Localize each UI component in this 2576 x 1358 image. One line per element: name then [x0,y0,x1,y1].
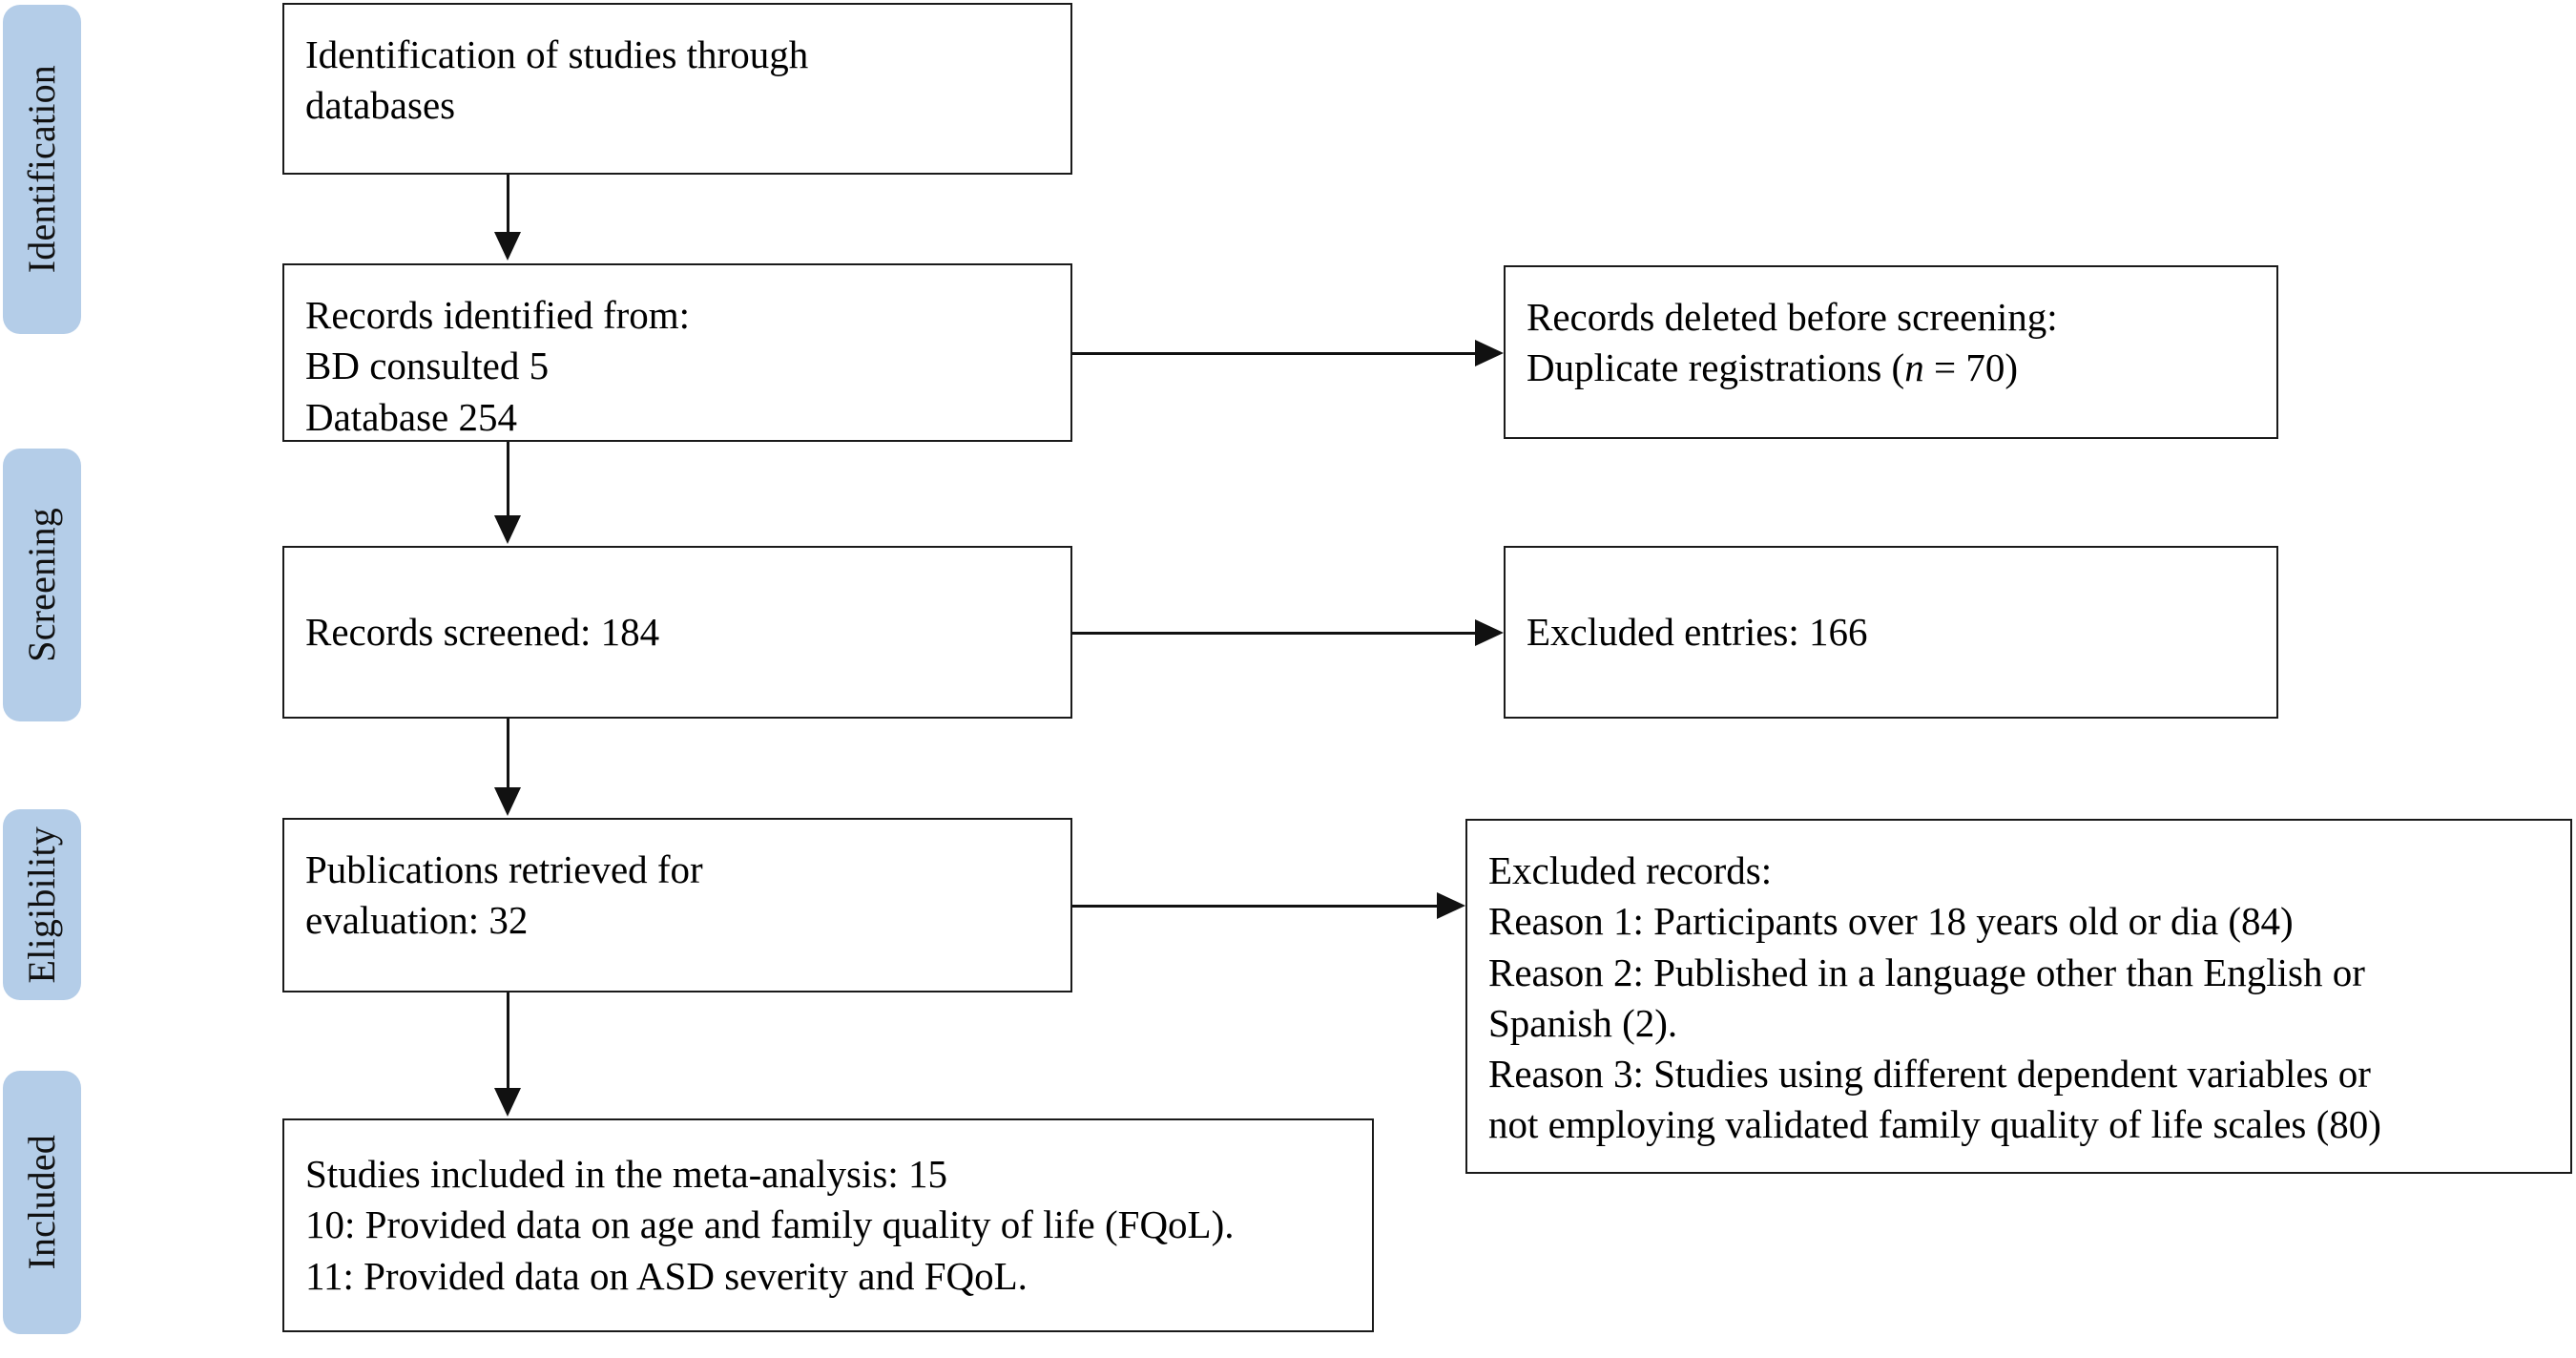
node-publications-retrieved-text: Publications retrieved for evaluation: 3… [305,847,703,943]
stage-tab-eligibility: Eligibility [3,809,81,1000]
connector-publications-retrieved-to-excluded-records-arrow [1437,892,1465,919]
node-identification-header: Identification of studies through databa… [282,3,1072,175]
connector-identification-to-records-identified-line [507,175,509,234]
node-records-deleted-line2-post: = 70) [1923,345,2018,390]
node-records-identified-text: Records identified from: BD consulted 5 … [305,293,691,439]
stage-tab-screening-label: Screening [20,508,63,662]
connector-records-screened-to-excluded-entries-arrow [1475,619,1504,646]
connector-records-screened-to-publications-retrieved-line [507,719,509,789]
node-records-identified: Records identified from: BD consulted 5 … [282,263,1072,442]
stage-tab-included: Included [3,1071,81,1334]
stage-tab-identification: Identification [3,5,81,334]
connector-records-screened-to-excluded-entries-line [1072,632,1478,635]
node-records-deleted-line2-pre: Duplicate registrations ( [1527,345,1905,390]
node-records-screened-text: Records screened: 184 [305,609,660,654]
connector-publications-retrieved-to-studies-included-arrow [494,1088,521,1117]
connector-records-identified-to-records-screened-arrow [494,515,521,544]
stage-tab-identification-label: Identification [20,65,63,274]
node-excluded-records: Excluded records: Reason 1: Participants… [1465,819,2572,1174]
node-records-deleted-line1: Records deleted before screening: [1527,295,2058,339]
node-records-deleted: Records deleted before screening: Duplica… [1504,265,2278,439]
connector-records-identified-to-records-screened-line [507,442,509,517]
connector-publications-retrieved-to-studies-included-line [507,992,509,1090]
node-excluded-records-text: Excluded records: Reason 1: Participants… [1488,848,2381,1147]
connector-records-identified-to-records-deleted-line [1072,352,1478,355]
node-records-screened: Records screened: 184 [282,546,1072,719]
node-excluded-entries: Excluded entries: 166 [1504,546,2278,719]
node-identification-header-text: Identification of studies through databa… [305,32,809,128]
node-publications-retrieved: Publications retrieved for evaluation: 3… [282,818,1072,992]
node-records-deleted-line2-italic: n [1904,345,1924,390]
node-studies-included-text: Studies included in the meta-analysis: 1… [305,1152,1235,1298]
stage-tab-eligibility-label: Eligibility [20,825,63,984]
node-excluded-entries-text: Excluded entries: 166 [1527,609,1868,654]
connector-identification-to-records-identified-arrow [494,232,521,261]
connector-records-screened-to-publications-retrieved-arrow [494,787,521,816]
node-records-deleted-text: Records deleted before screening: Duplica… [1506,267,2079,394]
stage-tab-included-label: Included [20,1135,63,1270]
connector-records-identified-to-records-deleted-arrow [1475,340,1504,366]
node-studies-included: Studies included in the meta-analysis: 1… [282,1118,1374,1332]
stage-tab-screening: Screening [3,449,81,721]
connector-publications-retrieved-to-excluded-records-line [1072,905,1440,908]
